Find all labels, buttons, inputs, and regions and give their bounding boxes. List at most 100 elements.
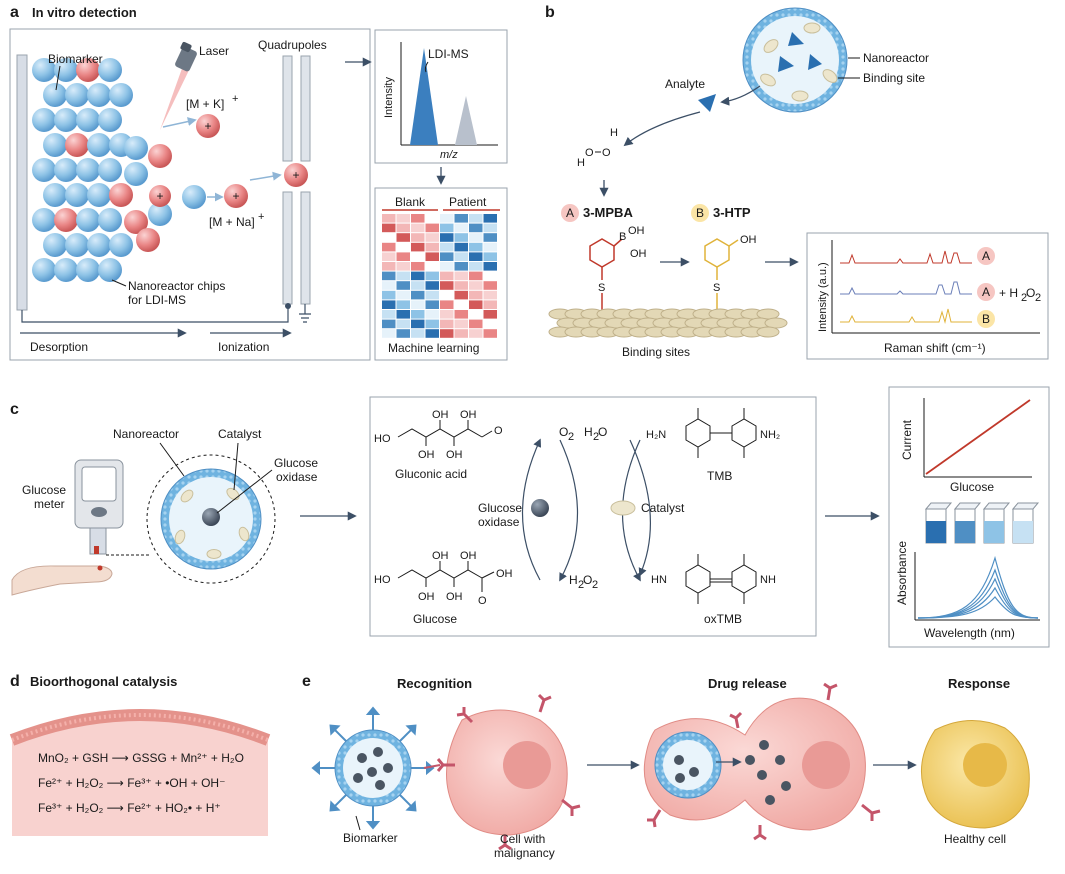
targeted-nanoreactor (311, 706, 435, 830)
ion-arrow-3 (249, 171, 282, 181)
heatmap-cell (440, 233, 454, 242)
glucose-label: Glucose (413, 612, 457, 626)
panel-e: e Recognition Drug release Response Biom… (302, 673, 1030, 860)
cuvette-top (982, 502, 1011, 510)
ionization-label: Ionization (218, 340, 269, 354)
absorbance-curves (917, 555, 1039, 619)
tmb-label: TMB (707, 469, 732, 483)
nanoreactor-sphere (98, 58, 122, 82)
panel-b-letter: b (545, 4, 555, 21)
heatmap-cell (483, 233, 497, 242)
heatmap-cell (425, 262, 439, 271)
biomarker-e-leader (355, 815, 361, 831)
cuvette-liquid (984, 521, 1004, 543)
quadrupole-rod-3 (282, 191, 293, 305)
heatmap-cell (454, 300, 468, 309)
heatmap-cell (382, 262, 396, 271)
raman-trace-a (840, 250, 972, 264)
heatmap-cell (396, 329, 410, 338)
h2o-label: H (584, 425, 593, 439)
binding-site-b-label: Binding site (863, 71, 925, 85)
chips-label-1: Nanoreactor chips (128, 279, 225, 293)
chips-leader (111, 279, 127, 287)
heatmap-cell (469, 252, 483, 261)
heatmap-cells (382, 214, 497, 338)
nanoreactor-sphere (54, 58, 78, 82)
cuvettes (924, 502, 1040, 544)
heatmap-cell (469, 310, 483, 319)
heatmap-cell (454, 281, 468, 290)
ion-mk-label: [M + K] (186, 97, 224, 111)
nanoreactor-sphere (54, 108, 78, 132)
binding-sites-layer (548, 308, 788, 338)
heatmap-cell (396, 214, 410, 223)
nanoreactor-c-label: Nanoreactor (113, 427, 179, 441)
heatmap-cell (425, 233, 439, 242)
biomarker-sphere (148, 144, 172, 168)
heatmap-cell (382, 242, 396, 252)
circuit-line (21, 306, 289, 323)
receptor-head (329, 724, 341, 736)
quadrupoles-label: Quadrupoles (258, 38, 327, 52)
h2o2-sub1: 2 (578, 579, 584, 591)
nanoreactor-b-label: Nanoreactor (863, 51, 929, 65)
panel-c-letter: c (10, 401, 19, 418)
heatmap-cell (454, 223, 468, 233)
heatmap-cell (425, 300, 439, 309)
ion-mk-charge: + (232, 93, 238, 105)
heatmap-cell (469, 300, 483, 309)
h2o2-h-bottom: H (577, 157, 585, 169)
nanoreactor-sphere (98, 108, 122, 132)
mpba-b-atom: B (619, 231, 626, 243)
heatmap-cell (411, 242, 425, 252)
heatmap-cell (411, 281, 425, 290)
spectrum-peak-label: LDI-MS (428, 47, 469, 61)
biomarker-sphere (124, 210, 148, 234)
binding-site (764, 317, 788, 329)
current-line (925, 399, 1031, 475)
heatmap-cell (454, 271, 468, 281)
heatmap-cell (396, 242, 410, 252)
mpba-molecule (589, 238, 623, 310)
wavelength-label: Wavelength (nm) (924, 626, 1015, 640)
raman-badge-a2-text: A (982, 285, 990, 299)
tmb-nh2: NH₂ (760, 429, 780, 441)
htp-s-atom: S (713, 282, 720, 294)
catalyst-center-label: Catalyst (641, 501, 685, 515)
cuvette-liquid (926, 521, 946, 543)
heatmap-cell (411, 233, 425, 242)
raman-xlabel: Raman shift (cm⁻¹) (884, 341, 986, 355)
receptor-stalk (334, 794, 347, 807)
glucose-oh-5: OH (496, 568, 513, 580)
nanoreactor-sphere (43, 133, 67, 157)
analyte-icon (698, 94, 716, 112)
heatmap-cell (425, 329, 439, 338)
heatmap-cell (411, 271, 425, 281)
gluconic-oh-1: OH (432, 409, 449, 421)
heatmap-cell (469, 262, 483, 271)
heatmap-cell (483, 290, 497, 300)
nanoreactor-sphere (109, 233, 133, 257)
fused-nucleus (802, 741, 850, 789)
nanoreactor-sphere (98, 258, 122, 282)
gluconic-oh-2: OH (460, 409, 477, 421)
heatmap-cell (425, 281, 439, 290)
h2o2-o: O (583, 573, 592, 587)
ion-arrow-1 (162, 117, 197, 128)
heatmap-cell (483, 262, 497, 271)
nanoreactor-sphere (109, 83, 133, 107)
nanoreactor-sphere (43, 233, 67, 257)
response-title: Response (948, 676, 1010, 691)
heatmap-cell (411, 223, 425, 233)
nanoreactor-sphere (124, 136, 148, 160)
heatmap-cell (396, 233, 410, 242)
glucose-oxidase-center-1: Glucose (478, 501, 522, 515)
biomarker-leader (55, 65, 61, 91)
heatmap-cell (440, 329, 454, 338)
h2o-sub: 2 (593, 431, 599, 443)
panel-d: d Bioorthogonal catalysis MnO₂ + GSH ⟶ G… (9, 673, 271, 836)
raman-trace-b (840, 308, 972, 324)
o2-reduction-arc (559, 439, 578, 582)
glucose-oxidase-center (531, 499, 549, 517)
